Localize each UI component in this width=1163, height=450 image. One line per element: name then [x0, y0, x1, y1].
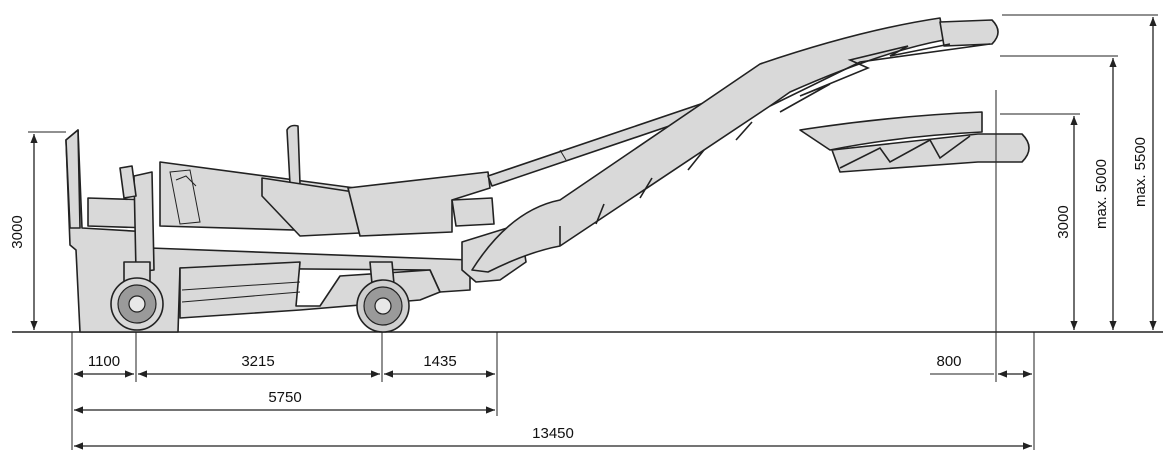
dim-height-max-mid: max. 5000: [1093, 159, 1110, 229]
dim-rear-overhang: 1435: [423, 353, 456, 370]
dim-height-left: 3000: [9, 215, 26, 248]
machine-illustration: [65, 17, 1030, 333]
dim-height-max: max. 5500: [1132, 137, 1149, 207]
dim-conveyor-overhang: 800: [936, 353, 961, 370]
dim-front-overhang: 1100: [88, 353, 120, 370]
dim-total-length: 13450: [532, 425, 574, 442]
dimension-lines: [28, 14, 1158, 450]
dim-machine-length: 5750: [268, 389, 301, 406]
dim-wheelbase: 3215: [241, 353, 274, 370]
dim-height-right: 3000: [1055, 205, 1072, 238]
